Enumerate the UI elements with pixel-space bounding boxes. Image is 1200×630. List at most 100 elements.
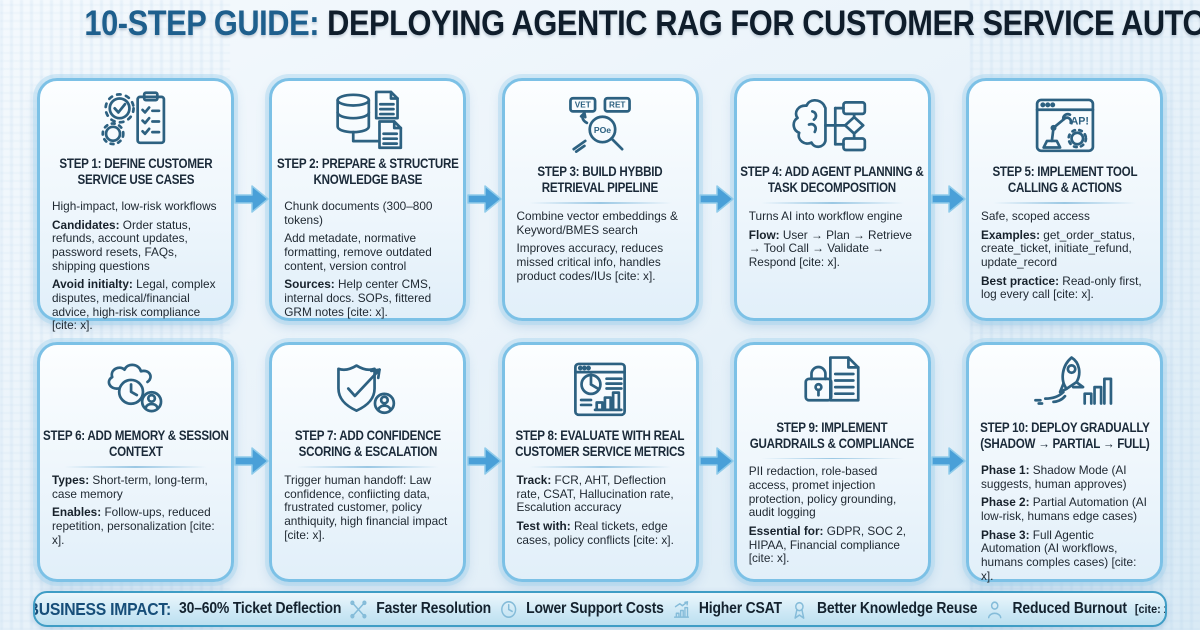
svg-text:RET: RET	[609, 101, 625, 110]
step-card: STEP 10: DEPLOY GRADUALLY (SHADOW → PART…	[966, 342, 1163, 582]
hybrid-search-icon: VET RET POe	[505, 81, 696, 159]
database-documents-icon	[272, 81, 463, 151]
card-paragraph: Improves accuracy, reduces missed critic…	[516, 241, 664, 283]
step-card: STEP 6: ADD MEMORY & SESSION CONTEXT Typ…	[37, 342, 234, 582]
step-card: STEP 7: ADD CONFIDENCE SCORING & ESCALAT…	[269, 342, 467, 582]
person-icon	[985, 599, 1004, 620]
brain-flowchart-icon	[737, 81, 928, 159]
card-paragraph: Types: Short-term, long-term, case memor…	[52, 472, 208, 501]
card-heading: STEP 1: DEFINE CUSTOMER SERVICE USE CASE…	[59, 156, 213, 188]
flow-arrow-icon	[698, 183, 735, 215]
step-card: VET RET POe STEP 3: BUILD HYBBID RETRIEVA…	[501, 78, 699, 321]
footer-impact-item: Higher CSAT	[698, 600, 782, 617]
card-divider	[528, 465, 672, 468]
card-paragraph: Test with: Real tickets, edge cases, pol…	[516, 518, 674, 547]
card-paragraph: Safe, scoped access	[981, 208, 1090, 223]
card-heading: STEP 3: BUILD HYBBID RETRIEVAL PIPELINE	[537, 164, 663, 196]
award-ribbon-icon	[790, 599, 809, 620]
lock-document-icon	[737, 345, 928, 415]
step-card: AP! STEP 5: IMPLEMENT TOOL CALLING & ACT…	[966, 78, 1163, 321]
robot-arm-api-icon: AP!	[969, 81, 1160, 159]
card-paragraph: Phase 2: Partial Automation (AI low-risk…	[981, 495, 1147, 523]
svg-text:AP!: AP!	[1070, 116, 1088, 128]
card-body: Phase 1: Shadow Mode (AI suggests, human…	[969, 462, 1160, 596]
footer-impact-item: Reduced Burnout	[1011, 600, 1127, 617]
card-divider	[760, 457, 904, 460]
card-paragraph: Trigger human handoff: Law confidence, c…	[284, 472, 448, 542]
card-divider	[993, 201, 1136, 204]
svg-text:VET: VET	[575, 101, 591, 110]
card-heading: STEP 5: IMPLEMENT TOOL CALLING & ACTIONS	[992, 164, 1137, 196]
card-divider	[296, 465, 440, 468]
card-divider	[760, 201, 904, 204]
business-impact-bar: BUSINESS IMPACT: 30–60% Ticket Deflectio…	[33, 591, 1167, 627]
flow-arrow-icon	[698, 445, 735, 477]
card-paragraph: Chunk documents (300–800 tokens)	[284, 198, 433, 227]
cloud-clock-user-icon	[40, 345, 231, 423]
step-card: STEP 2: PREPARE & STRUCTURE KNOWLEDGE BA…	[269, 78, 467, 321]
footer-impact-item: Lower Support Costs	[525, 600, 664, 617]
flow-arrow-icon	[233, 183, 270, 215]
card-heading: STEP 9: IMPLEMENT GUARDRAILS & COMPLIANC…	[750, 420, 915, 452]
card-paragraph: Essential for: GDPR, SOC 2, HIPAA, Finan…	[748, 523, 907, 566]
gears-checklist-icon	[40, 81, 231, 151]
footer-impact-item: Faster Resolution	[375, 600, 491, 617]
card-heading: STEP 8: EVALUATE WITH REAL CUSTOMER SERV…	[515, 428, 685, 460]
step-card: STEP 9: IMPLEMENT GUARDRAILS & COMPLIANC…	[733, 342, 931, 582]
card-body: Trigger human handoff: Law confidence, c…	[272, 472, 463, 555]
title-prefix: 10-STEP GUIDE:	[84, 4, 320, 43]
card-body: Chunk documents (300–800 tokens) Add meta…	[272, 198, 463, 332]
clock-icon	[499, 599, 518, 620]
title-main: DEPLOYING AGENTIC RAG FOR CUSTOMER SERVI…	[327, 4, 1200, 43]
page-title: 10-STEP GUIDE: DEPLOYING AGENTIC RAG FOR…	[0, 4, 1200, 44]
card-divider	[528, 201, 672, 204]
business-impact-content: BUSINESS IMPACT: 30–60% Ticket Deflectio…	[33, 598, 1165, 620]
footer-items: 30–60% Ticket Deflection Faster Resoluti…	[178, 599, 1127, 620]
card-paragraph: Enables: Follow-ups, reduced repetition,…	[52, 505, 215, 547]
card-heading: STEP 7: ADD CONFIDENCE SCORING & ESCALAT…	[294, 428, 441, 460]
card-paragraph: Track: FCR, AHT, Deflection rate, CSAT, …	[516, 472, 674, 515]
crossed-tools-icon	[349, 599, 368, 620]
card-divider	[64, 465, 207, 468]
svg-text:POe: POe	[594, 125, 611, 135]
flow-arrow-icon	[466, 183, 503, 215]
card-body: Combine vector embeddings & Keyword/BMES…	[505, 208, 696, 296]
card-paragraph: Flow: User → Plan → Retrieve → Tool Call…	[748, 227, 912, 269]
card-paragraph: Examples: get_order_status, create_ticke…	[981, 227, 1136, 269]
step-card: STEP 4: ADD AGENT PLANNING & TASK DECOMP…	[733, 78, 931, 321]
card-paragraph: Combine vector embeddings & Keyword/BMES…	[516, 208, 678, 237]
shield-check-escalation-icon	[272, 345, 463, 423]
card-paragraph: Add metadate, normative formatting, remo…	[284, 231, 432, 273]
metrics-dashboard-icon	[505, 345, 696, 423]
cards-row-2: STEP 6: ADD MEMORY & SESSION CONTEXT Typ…	[37, 342, 1163, 582]
card-heading: STEP 4: ADD AGENT PLANNING & TASK DECOMP…	[740, 164, 925, 196]
card-heading: STEP 2: PREPARE & STRUCTURE KNOWLEDGE BA…	[276, 156, 459, 188]
footer-impact-item: Better Knowledge Reuse	[816, 600, 978, 617]
step-card: STEP 1: DEFINE CUSTOMER SERVICE USE CASE…	[37, 78, 234, 332]
card-paragraph: Phase 1: Shadow Mode (AI suggests, human…	[981, 462, 1127, 491]
card-paragraph: Best practice: Read-only first, log ever…	[981, 273, 1142, 302]
footer-impact-item: 30–60% Ticket Deflection	[178, 600, 341, 617]
card-body: PII redaction, role-based access, promet…	[737, 464, 928, 579]
card-heading: STEP 10: DEPLOY GRADUALLY (SHADOW → PART…	[979, 420, 1150, 452]
card-paragraph: Candidates: Order status, refunds, accou…	[52, 217, 191, 273]
card-body: Track: FCR, AHT, Deflection rate, CSAT, …	[505, 472, 696, 560]
cards-row-1: STEP 1: DEFINE CUSTOMER SERVICE USE CASE…	[37, 78, 1163, 332]
card-heading: STEP 6: ADD MEMORY & SESSION CONTEXT	[42, 428, 229, 460]
card-paragraph: Turns AI into workflow engine	[748, 208, 903, 223]
growth-chart-icon	[671, 599, 690, 620]
rocket-growth-icon	[969, 345, 1160, 415]
flow-arrow-icon	[233, 445, 270, 477]
card-paragraph: Avoid initialty: Legal, complex disputes…	[52, 277, 216, 333]
footer-citation: [cite: x]	[1134, 602, 1165, 616]
flow-arrow-icon	[930, 445, 967, 477]
flow-arrow-icon	[930, 183, 967, 215]
flow-arrow-icon	[466, 445, 503, 477]
card-body: Types: Short-term, long-term, case memor…	[40, 472, 231, 560]
card-paragraph: High-impact, low-risk workflows	[52, 198, 217, 213]
business-impact-label: BUSINESS IMPACT:	[33, 598, 171, 619]
